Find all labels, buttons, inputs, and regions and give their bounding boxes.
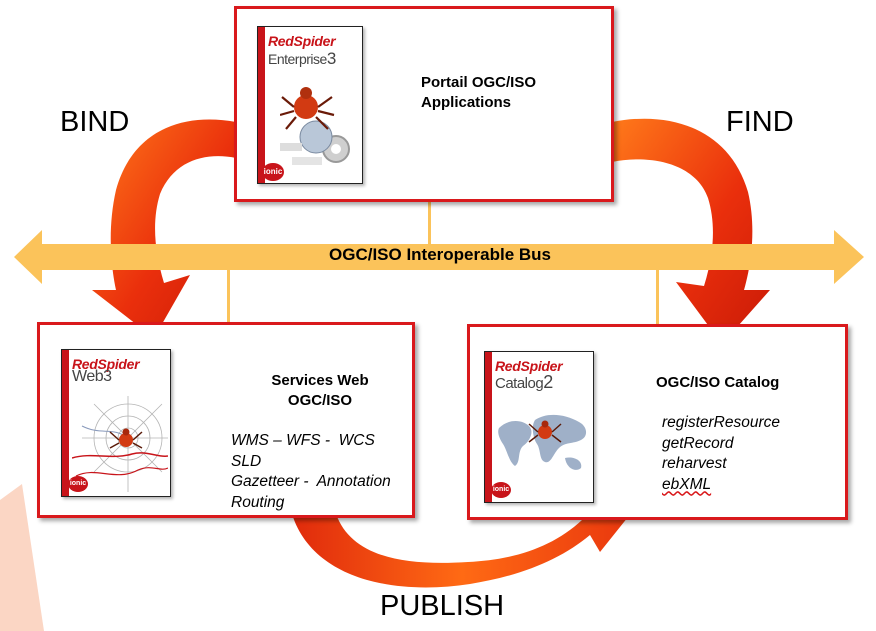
publish-label: PUBLISH [380, 590, 505, 622]
catalog-item: getRecord [662, 434, 734, 452]
services-item: WMS – WFS - WCS [231, 432, 375, 449]
services-item: SLD [231, 452, 262, 470]
interoperable-bus [14, 230, 864, 284]
cover-product: Web3 [72, 368, 112, 385]
cover-brand: RedSpider [72, 356, 140, 372]
cover-spine [485, 352, 492, 502]
cover-brand: RedSpider [495, 358, 563, 374]
cover-product: Catalog2 [495, 372, 553, 392]
catalog-item: ebXML [662, 475, 712, 493]
bus-label: OGC/ISO Interoperable Bus [329, 245, 551, 264]
publish-arrow [292, 504, 632, 588]
services-connector [227, 268, 230, 324]
catalog-title: OGC/ISO Catalog [656, 374, 780, 391]
catalog-list: registerResource getRecord reharvest ebX… [662, 413, 780, 495]
decorative-wedge [0, 484, 44, 631]
catalog-product-cover: RedSpider Catalog2 ionic [484, 351, 594, 503]
ionic-logo: ionic [491, 482, 511, 498]
services-title-line1: Services Web [271, 372, 369, 389]
cover-spine [62, 350, 69, 496]
web-product-cover: RedSpider Web3 ionic [61, 349, 171, 497]
services-title-line2: OGC/ISO [287, 392, 353, 409]
portal-title-line2: Applications [421, 94, 512, 111]
portal-connector [428, 200, 431, 252]
bind-label: BIND [60, 106, 130, 138]
catalog-item: registerResource [662, 414, 781, 431]
find-label: FIND [726, 106, 794, 138]
catalog-connector [656, 268, 659, 326]
catalog-box: RedSpider Catalog2 ionic OGC/ISO Catalog… [467, 324, 848, 520]
find-arrow [612, 118, 770, 345]
cover-product: Enterprise3 [268, 49, 336, 68]
portal-box: RedSpider Enterprise3 ionic Portail OGC/… [234, 6, 614, 202]
spider-gears-illustration [280, 87, 350, 165]
catalog-item: reharvest [662, 455, 727, 472]
services-list: WMS – WFS - WCS SLD Gazetteer - Annotati… [231, 431, 391, 513]
cover-brand: RedSpider [268, 33, 336, 49]
spider-web-illustration [72, 396, 168, 492]
services-web-box: RedSpider Web3 ionic Services Web OGC/IS… [37, 322, 415, 518]
services-title: Services Web OGC/ISO [248, 371, 392, 411]
services-item: Gazetteer - Annotation [231, 473, 391, 490]
ionic-logo: ionic [262, 163, 284, 181]
services-item: Routing [231, 493, 285, 511]
enterprise-product-cover: RedSpider Enterprise3 ionic [257, 26, 363, 184]
bind-arrow [92, 119, 236, 338]
ionic-logo: ionic [68, 476, 88, 492]
cover-spine [258, 27, 265, 183]
world-map-illustration [498, 414, 587, 470]
portal-title: Portail OGC/ISO Applications [421, 73, 536, 113]
portal-title-line1: Portail OGC/ISO [421, 74, 537, 91]
